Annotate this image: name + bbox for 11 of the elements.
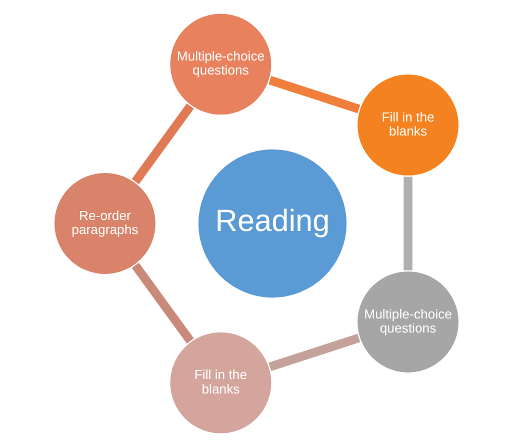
connector <box>268 334 360 372</box>
connector <box>268 76 360 114</box>
connector <box>403 176 412 270</box>
node-circle: Multiple-choice questions <box>354 269 460 375</box>
node-circle: Fill in the blanks <box>354 72 460 178</box>
connector <box>131 262 194 344</box>
connector <box>131 103 194 184</box>
node-circle: Fill in the blanks <box>168 330 273 436</box>
node-circle: Multiple-choice questions <box>168 12 273 117</box>
node-circle: Reading <box>196 147 348 300</box>
node-circle: Re-order paragraphs <box>52 170 158 276</box>
